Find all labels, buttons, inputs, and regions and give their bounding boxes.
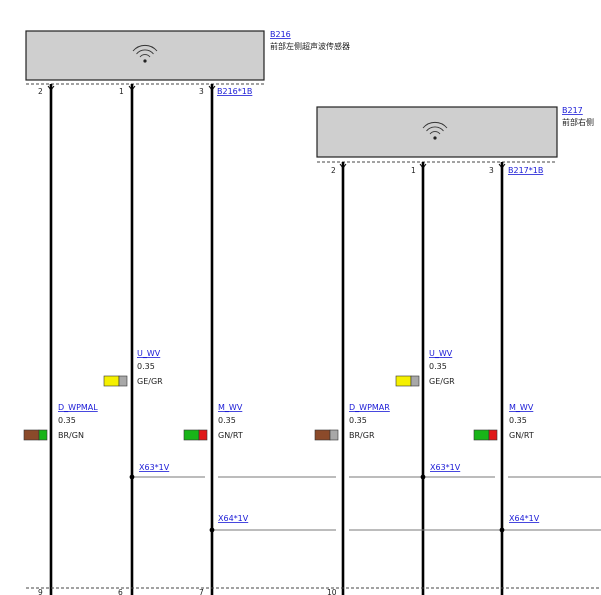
wire-size-u-wv-right: 0.35: [429, 362, 447, 371]
color-swatch-primary: [103, 375, 120, 387]
wire-size-m-wv-right: 0.35: [509, 416, 527, 425]
wire-size-m-wv-left: 0.35: [218, 416, 236, 425]
bus-label-x64-left[interactable]: X64*1V: [218, 514, 249, 523]
wire-size-u-wv-left: 0.35: [137, 362, 155, 371]
b217-connector-link[interactable]: B217*1B: [508, 166, 543, 175]
color-swatch-primary: [23, 429, 40, 441]
wire-entry-mark: [128, 85, 136, 91]
color-swatch-secondary: [198, 429, 208, 441]
color-swatch-secondary: [410, 375, 420, 387]
wire-color-u-wv-left: GE/GR: [137, 377, 163, 386]
wire-entry-mark: [47, 85, 55, 91]
junction-dot: [209, 527, 215, 533]
wire-color-m-wv-right: GN/RT: [509, 431, 534, 440]
component-b216[interactable]: B216 前部左侧超声波传感器: [25, 30, 350, 81]
color-swatch-primary: [395, 375, 412, 387]
b216-label-link[interactable]: B216: [270, 30, 291, 39]
color-swatch-secondary: [38, 429, 48, 441]
wire-label-m-wv-left[interactable]: M_WV: [218, 403, 243, 412]
b217-label-link[interactable]: B217: [562, 106, 583, 115]
color-swatch-secondary: [488, 429, 498, 441]
wire-entry-mark: [498, 163, 506, 169]
wire-label-m-wv-right[interactable]: M_WV: [509, 403, 534, 412]
b217-pin-2: 2: [331, 166, 336, 175]
wire-size-d-wpmal: 0.35: [58, 416, 76, 425]
junction-dot: [420, 474, 426, 480]
b216-pin-2: 2: [38, 87, 43, 96]
bottom-pin-6: 6: [118, 588, 123, 595]
b217-name: 前部右侧: [562, 117, 594, 127]
wireless-signal-icon: [422, 121, 448, 140]
bottom-pin-7: 7: [199, 588, 204, 595]
color-swatch-secondary: [329, 429, 339, 441]
wire-entry-mark: [339, 163, 347, 169]
b216-body[interactable]: [25, 30, 265, 81]
wire-color-d-wpmal: BR/GN: [58, 431, 84, 440]
wire-color-u-wv-right: GE/GR: [429, 377, 455, 386]
b216-pin-1: 1: [119, 87, 124, 96]
b216-connector-link[interactable]: B216*1B: [217, 87, 252, 96]
bottom-pin-10: 10: [327, 588, 337, 595]
b216-pin-3: 3: [199, 87, 204, 96]
wire-entry-mark: [208, 85, 216, 91]
wire-color-d-wpmar: BR/GR: [349, 431, 375, 440]
wireless-signal-icon: [132, 44, 158, 63]
bus-label-x63-left[interactable]: X63*1V: [139, 463, 170, 472]
wire-color-m-wv-left: GN/RT: [218, 431, 243, 440]
b216-name: 前部左侧超声波传感器: [270, 41, 350, 51]
junction-dot: [499, 527, 505, 533]
junction-dot: [129, 474, 135, 480]
bottom-pin-9: 9: [38, 588, 43, 595]
wire-size-d-wpmar: 0.35: [349, 416, 367, 425]
wire-label-u-wv-left[interactable]: U_WV: [137, 349, 161, 358]
wire-label-d-wpmar[interactable]: D_WPMAR: [349, 403, 390, 412]
b217-pin-1: 1: [411, 166, 416, 175]
wire-entry-mark: [419, 163, 427, 169]
bus-label-x63-right[interactable]: X63*1V: [430, 463, 461, 472]
color-swatch-secondary: [118, 375, 128, 387]
color-swatch-primary: [314, 429, 331, 441]
component-b217[interactable]: B217 前部右侧: [316, 106, 594, 158]
b217-pin-3: 3: [489, 166, 494, 175]
bus-label-x64-right[interactable]: X64*1V: [509, 514, 540, 523]
color-swatch-primary: [473, 429, 490, 441]
color-swatch-primary: [183, 429, 200, 441]
wire-label-d-wpmal[interactable]: D_WPMAL: [58, 403, 98, 412]
wire-label-u-wv-right[interactable]: U_WV: [429, 349, 453, 358]
